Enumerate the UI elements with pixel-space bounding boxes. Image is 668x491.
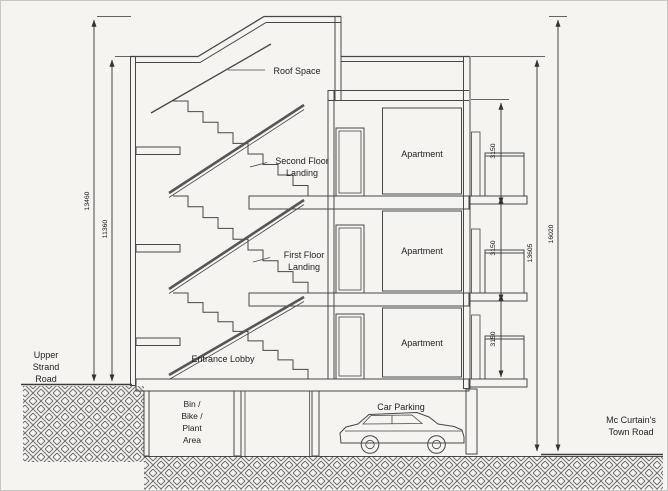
balcony-railing-top bbox=[484, 152, 525, 197]
stair-stringer bbox=[168, 103, 305, 195]
roof-space-label: Roof Space bbox=[273, 66, 320, 76]
apartment-room-top bbox=[382, 107, 462, 195]
bin-area-label: Bike / bbox=[181, 411, 203, 421]
second-floor-landing-label: Landing bbox=[286, 168, 318, 178]
car-windows bbox=[362, 414, 424, 425]
apartment-room-middle bbox=[382, 210, 462, 292]
left-road-label: Road bbox=[35, 374, 57, 384]
balcony-door bbox=[471, 228, 481, 294]
left-road-label: Upper bbox=[34, 350, 59, 360]
car-parking-label: Car Parking bbox=[377, 402, 425, 412]
railing-balusters bbox=[484, 335, 525, 380]
door-leaf bbox=[338, 227, 362, 291]
car-wheel-hub bbox=[431, 439, 442, 450]
right-road-label: Town Road bbox=[608, 427, 653, 437]
balcony-railing-ground bbox=[484, 335, 525, 380]
stair-flight-ground-to-first bbox=[173, 292, 309, 379]
railing-balusters bbox=[484, 249, 525, 294]
site-ground: Upper Strand Road Mc Curtain's Town Road bbox=[21, 350, 663, 490]
door-frame bbox=[335, 224, 365, 294]
apartment-room-ground bbox=[382, 307, 462, 378]
right-wall bbox=[463, 56, 471, 389]
roof-inner-line bbox=[135, 22, 341, 63]
basement-level: Bin / Bike / Plant Area Car Parking bbox=[143, 390, 465, 457]
lower-ground-hatch bbox=[144, 456, 663, 490]
balcony-slab-top bbox=[468, 195, 528, 205]
staircase: Roof Space Second Floor Landing First Fl… bbox=[168, 66, 329, 380]
roof-space-ceiling-slope bbox=[150, 43, 272, 114]
door-leaf bbox=[338, 130, 362, 194]
stair-stringer-soffit bbox=[168, 301, 305, 380]
bin-area-label: Bin / bbox=[183, 399, 201, 409]
apartment-block: Apartment Apartment Apartment bbox=[327, 90, 462, 380]
half-landing-slab bbox=[135, 337, 181, 346]
dimension-right-outer: 16020 bbox=[548, 224, 555, 243]
apartment-label-middle: Apartment bbox=[401, 246, 443, 256]
stair-stringer-soffit bbox=[168, 204, 305, 294]
corridor-wall bbox=[327, 90, 335, 380]
stair-stringer bbox=[168, 198, 305, 291]
apartment-label-ground: Apartment bbox=[401, 338, 443, 348]
half-landing-slab bbox=[135, 146, 181, 155]
first-floor-landing-label: Landing bbox=[288, 262, 320, 272]
dimension-right-inner: 13605 bbox=[527, 243, 534, 262]
car-illustration bbox=[339, 411, 465, 454]
bin-area-label: Plant bbox=[182, 423, 202, 433]
first-floor-landing-label: First Floor bbox=[284, 250, 325, 260]
door-leaf bbox=[338, 316, 362, 377]
second-floor-landing-label: Second Floor bbox=[275, 156, 329, 166]
dimension-storey-middle: 3150 bbox=[490, 240, 497, 255]
left-ground-hatch bbox=[23, 386, 144, 462]
bin-area-left-wall bbox=[143, 390, 150, 457]
car-wheel-hub bbox=[365, 439, 375, 450]
balcony-door bbox=[471, 131, 481, 197]
basement-column bbox=[311, 390, 320, 457]
left-wall bbox=[130, 56, 136, 386]
door-frame bbox=[335, 127, 365, 197]
right-road-label: Mc Curtain's bbox=[606, 415, 656, 425]
balcony-slab-middle bbox=[468, 292, 528, 302]
entrance-lobby-label: Entrance Lobby bbox=[191, 354, 255, 364]
balcony-door bbox=[471, 314, 481, 380]
second-floor-slab bbox=[248, 195, 470, 210]
dimension-left-outer: 13460 bbox=[84, 191, 91, 210]
apartment-label-top: Apartment bbox=[401, 149, 443, 159]
door-frame bbox=[335, 313, 365, 380]
balcony-railing-middle bbox=[484, 249, 525, 294]
half-landing-slab bbox=[135, 244, 181, 253]
stair-flight-second-to-roof bbox=[173, 100, 309, 196]
car-body bbox=[339, 411, 465, 444]
dimension-storey-ground: 3150 bbox=[490, 331, 497, 346]
dimension-left-inner: 11360 bbox=[102, 220, 109, 239]
bin-area-label: Area bbox=[183, 435, 201, 445]
dimension-storey-top: 3150 bbox=[490, 143, 497, 158]
apartment-door-middle bbox=[335, 224, 365, 294]
balcony-slab-ground bbox=[468, 378, 528, 388]
first-floor-landing-leader bbox=[252, 257, 271, 263]
roof-outer-line bbox=[130, 15, 341, 58]
second-floor-landing-leader bbox=[249, 162, 268, 168]
car-wheel-rear bbox=[427, 435, 446, 454]
apartment-door-top bbox=[335, 127, 365, 197]
basement-column bbox=[233, 390, 242, 457]
dimension-lines: 13460 11360 3150 3150 3150 13605 16020 bbox=[84, 16, 567, 452]
left-road-label: Strand bbox=[33, 362, 60, 372]
first-floor-slab bbox=[248, 292, 470, 307]
stair-stringer bbox=[168, 295, 305, 377]
stair-flight-first-to-second bbox=[173, 195, 309, 293]
right-basement-pier bbox=[465, 388, 478, 455]
railing-balusters bbox=[484, 152, 525, 197]
apartment-door-ground bbox=[335, 313, 365, 380]
car-wheel-front bbox=[360, 435, 380, 454]
balconies bbox=[468, 131, 528, 388]
building-shell bbox=[130, 15, 478, 455]
stair-stringer-soffit bbox=[168, 109, 305, 198]
ground-floor-slab bbox=[135, 378, 470, 392]
